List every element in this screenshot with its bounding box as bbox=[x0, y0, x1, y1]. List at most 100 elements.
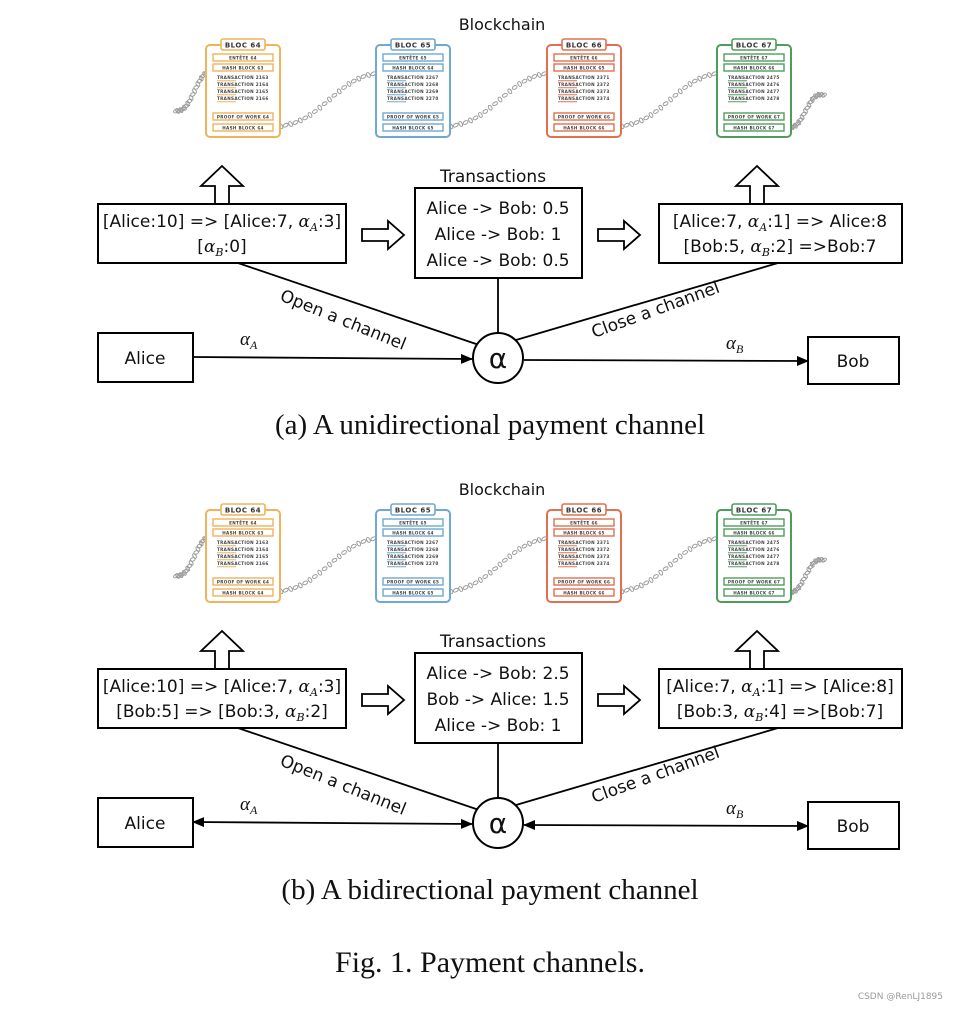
chain-link bbox=[341, 85, 347, 90]
panel-caption: (b) A bidirectional payment channel bbox=[281, 874, 698, 906]
chain-link bbox=[196, 78, 203, 84]
chain-link bbox=[178, 572, 184, 578]
open-box-line-2: [Bob:5] => [Bob:3, αB​:2] bbox=[116, 702, 328, 724]
chain-link bbox=[312, 109, 318, 114]
chain-link bbox=[360, 74, 367, 79]
block-prev-hash: HASH BLOCK 66 bbox=[733, 531, 775, 536]
chain-link bbox=[707, 72, 712, 78]
block-title-tab bbox=[390, 503, 436, 516]
chain-link bbox=[800, 111, 807, 117]
block-header-row bbox=[382, 53, 444, 62]
chain-link bbox=[192, 553, 197, 559]
chain-link bbox=[188, 560, 194, 566]
open-channel-box: [Alice:10] => [Alice:7, αA​:3][αB​:0] bbox=[97, 203, 347, 264]
chain-link bbox=[643, 580, 650, 586]
close-box-line-1: [Alice:7, αA​:1] => Alice:8 bbox=[673, 212, 887, 234]
chain-link bbox=[502, 92, 508, 98]
block-title-tab bbox=[390, 38, 436, 51]
chain-link bbox=[288, 586, 293, 592]
chain-link bbox=[365, 537, 371, 543]
chain-link bbox=[307, 112, 313, 118]
block-proof-row bbox=[723, 112, 785, 121]
block-hash: HASH BLOCK 66 bbox=[563, 591, 605, 596]
chain-link bbox=[517, 546, 522, 552]
block-title-tab bbox=[561, 38, 607, 51]
chain-link bbox=[350, 78, 357, 84]
transaction-item: Alice -> Bob: 2.5 bbox=[426, 664, 569, 684]
block-transaction: TRANSACTION 2475 bbox=[728, 75, 780, 80]
chain-link bbox=[653, 109, 659, 114]
chain-link bbox=[183, 103, 189, 109]
chain-link bbox=[677, 553, 683, 560]
chain-link bbox=[521, 543, 528, 549]
block-transaction: TRANSACTION 2477 bbox=[728, 554, 780, 559]
chain-link bbox=[365, 72, 371, 78]
alpha-b-label: αB bbox=[726, 333, 744, 356]
block-transaction: TRANSACTION 2371 bbox=[558, 75, 610, 80]
block-proof-row bbox=[212, 112, 274, 121]
channel-symbol: α bbox=[489, 342, 507, 375]
chain-link bbox=[307, 577, 313, 583]
block-prev-hash-row bbox=[553, 528, 615, 537]
block-title: BLOC 67 bbox=[736, 507, 772, 515]
chain-link bbox=[536, 537, 542, 543]
chain-link bbox=[662, 566, 669, 572]
transaction-item: Alice -> Bob: 1 bbox=[435, 716, 562, 736]
chain-link bbox=[487, 569, 493, 576]
chain-link bbox=[331, 92, 338, 98]
block-transaction: TRANSACTION 2372 bbox=[558, 82, 610, 87]
chain-link bbox=[511, 85, 518, 90]
chain-link bbox=[797, 117, 804, 123]
block-proof: PROOF OF WORK 65 bbox=[387, 580, 439, 585]
block-header-row bbox=[723, 518, 785, 527]
block-transaction: TRANSACTION 2371 bbox=[558, 540, 610, 545]
close-channel-box: [Alice:7, αA​:1] => [Alice:8][Bob:3, αB​… bbox=[658, 668, 903, 729]
block-transaction: TRANSACTION 2164 bbox=[217, 547, 269, 552]
block-transaction: TRANSACTION 2267 bbox=[387, 540, 439, 545]
chain-link bbox=[623, 587, 630, 593]
chain-link bbox=[623, 122, 630, 128]
block-proof: PROOF OF WORK 67 bbox=[728, 115, 780, 120]
chain-link bbox=[193, 85, 200, 90]
chain-link bbox=[629, 586, 634, 592]
chain-link bbox=[292, 120, 299, 125]
block-proof: PROOF OF WORK 65 bbox=[387, 115, 439, 120]
block-hash: HASH BLOCK 64 bbox=[222, 126, 264, 131]
block-prev-hash-row bbox=[382, 63, 444, 72]
chain-link bbox=[638, 582, 644, 589]
chain-link bbox=[181, 569, 187, 576]
chain-link bbox=[672, 92, 679, 98]
bob-label: Bob bbox=[837, 352, 870, 372]
block-title: BLOC 65 bbox=[395, 507, 431, 515]
open-to-transactions-arrow bbox=[361, 219, 406, 251]
chain-link bbox=[317, 569, 323, 576]
chain-link bbox=[531, 539, 538, 544]
chain-link bbox=[477, 577, 483, 583]
block-transaction: TRANSACTION 2476 bbox=[728, 82, 780, 87]
chain-link bbox=[521, 78, 528, 84]
transactions-box-frame bbox=[414, 187, 583, 279]
chain-link bbox=[527, 75, 532, 82]
chain-link bbox=[682, 85, 688, 90]
chain-link bbox=[341, 550, 347, 555]
chain-link bbox=[648, 577, 654, 583]
chain-link bbox=[492, 101, 498, 107]
chain-link bbox=[797, 582, 804, 588]
block-transaction: TRANSACTION 2478 bbox=[728, 561, 780, 566]
chain-link bbox=[178, 107, 184, 113]
chain-link bbox=[507, 88, 513, 95]
block-hash: HASH BLOCK 67 bbox=[733, 126, 775, 131]
block-transaction: TRANSACTION 2374 bbox=[558, 96, 610, 101]
chain-link bbox=[697, 75, 703, 82]
block-header: ENTÊTE 65 bbox=[399, 521, 427, 526]
chain-link bbox=[336, 88, 342, 95]
block-transaction: TRANSACTION 2373 bbox=[558, 89, 610, 94]
chain-link bbox=[356, 75, 362, 82]
block-title: BLOC 66 bbox=[566, 42, 602, 50]
chain-link bbox=[629, 121, 634, 127]
block-transaction: TRANSACTION 2165 bbox=[217, 554, 269, 559]
block-prev-hash: HASH BLOCK 63 bbox=[222, 66, 264, 71]
